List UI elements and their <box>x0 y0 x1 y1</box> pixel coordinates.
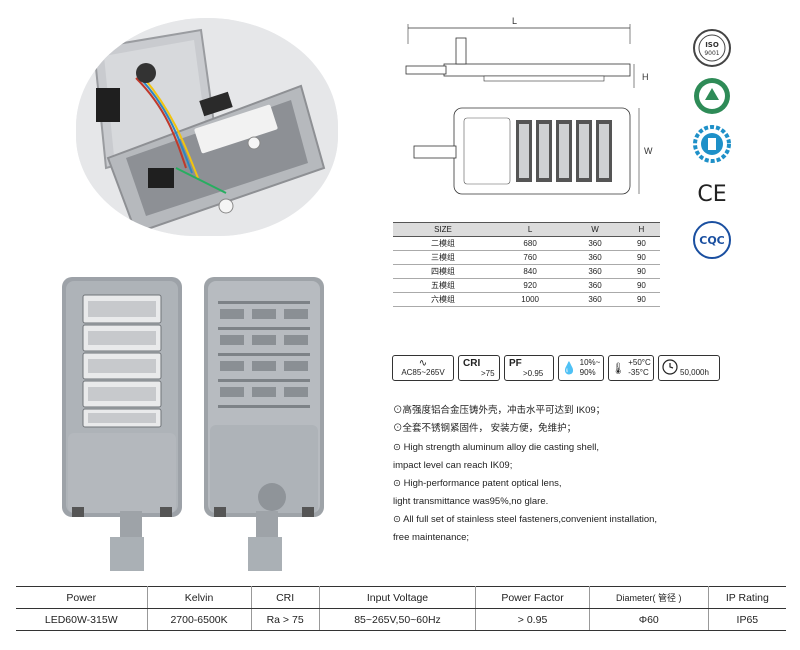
feature-line-en-1: ⊙ High strength aluminum alloy die casti… <box>393 442 599 453</box>
input-voltage-header: Input Voltage <box>319 586 477 609</box>
table-cell: 920 <box>493 278 568 293</box>
humidity-top: 10%~ <box>579 358 601 367</box>
ac-wave-icon: ∿ <box>418 358 428 369</box>
power-value: LED60W-315W <box>16 608 148 631</box>
lifespan-value: 50,000h <box>680 367 709 377</box>
feature-line-en-2: impact level can reach IK09; <box>393 460 513 471</box>
driver-box-photo <box>76 18 338 236</box>
feature-line-cn-1: ⊙高强度铝合金压铸外壳，冲击水平可达到 IK09； <box>393 405 606 416</box>
table-cell: 1000 <box>493 292 568 307</box>
table-cell: 90 <box>622 264 660 279</box>
svg-text:CE: CE <box>697 182 726 207</box>
cri-value: Ra > 75 <box>251 608 320 631</box>
table-cell: 360 <box>567 250 623 265</box>
feature-line-en-6: free maintenance; <box>393 532 470 543</box>
param-value-row: LED60W-315W 2700-6500K Ra > 75 85~265V,5… <box>16 608 786 631</box>
lifespan-spec: 50,000h <box>658 355 720 381</box>
pf-value: >0.95 <box>523 369 544 378</box>
table-cell: 90 <box>622 278 660 293</box>
table-row: 六模组 1000 360 90 <box>393 292 660 307</box>
power-header: Power <box>16 586 148 609</box>
size-col-header: SIZE <box>393 222 494 237</box>
size-table: SIZE L W H 二模组 680 360 90 三模组 760 360 90… <box>393 222 660 307</box>
ce-logo: CE <box>690 174 734 210</box>
feature-line-en-5: ⊙ All full set of stainless steel fasten… <box>393 514 658 525</box>
diameter-value: Φ60 <box>589 608 709 631</box>
dimension-drawing: L H W <box>394 14 664 224</box>
size-col-header: L <box>493 222 568 237</box>
ip-rating-value: IP65 <box>708 608 786 631</box>
table-cell: 90 <box>622 292 660 307</box>
table-row: 四模组 840 360 90 <box>393 264 660 279</box>
table-cell: 四模组 <box>393 264 494 279</box>
table-row: 二模组 680 360 90 <box>393 236 660 251</box>
table-cell: 六模组 <box>393 292 494 307</box>
table-row: 五模组 920 360 90 <box>393 278 660 293</box>
cri-title: CRI <box>463 358 481 369</box>
table-cell: 360 <box>567 278 623 293</box>
table-cell: 90 <box>622 250 660 265</box>
humidity-bottom: 90% <box>579 368 596 377</box>
spec-icons: ∿ AC85~265V CRI >75 PF >0.95 💧 10%~ 90% … <box>392 355 720 381</box>
parameter-table: Power Kelvin CRI Input Voltage Power Fac… <box>16 586 786 631</box>
size-col-header: W <box>567 222 623 237</box>
cri-value: >75 <box>481 369 495 378</box>
size-table-header: SIZE L W H <box>393 222 660 237</box>
ip-rating-header: IP Rating <box>708 586 786 609</box>
dimension-l-label: L <box>512 16 518 26</box>
table-cell: 三模组 <box>393 250 494 265</box>
power-factor-header: Power Factor <box>475 586 590 609</box>
input-voltage-value: 85~265V,50~60Hz <box>319 608 477 631</box>
dimension-w-label: W <box>644 146 653 156</box>
humidity-spec: 💧 10%~ 90% <box>558 355 604 381</box>
lamp-front-view <box>60 275 186 580</box>
temp-top: +50°C <box>628 358 651 367</box>
pf-spec: PF >0.95 <box>504 355 554 381</box>
feature-line-en-3: ⊙ High-performance patent optical lens, <box>393 478 562 489</box>
dimension-h-label: H <box>642 72 649 82</box>
iso-9001-logo: ISO 9001 <box>690 29 734 67</box>
voltage-spec: ∿ AC85~265V <box>392 355 454 381</box>
svg-text:9001: 9001 <box>704 50 719 57</box>
table-cell: 840 <box>493 264 568 279</box>
size-col-header: H <box>622 222 660 237</box>
table-cell: 360 <box>567 236 623 251</box>
water-drop-icon: 💧 <box>561 361 577 375</box>
lamp-back-view <box>202 275 328 580</box>
param-header-row: Power Kelvin CRI Input Voltage Power Fac… <box>16 586 786 609</box>
table-cell: 760 <box>493 250 568 265</box>
table-cell: 360 <box>567 292 623 307</box>
table-cell: 五模组 <box>393 278 494 293</box>
feature-line-en-4: light transmittance was95%,no glare. <box>393 496 549 507</box>
gear-cert-logo <box>690 125 734 163</box>
green-product-logo <box>690 78 734 114</box>
table-cell: 二模组 <box>393 236 494 251</box>
temp-bottom: -35°C <box>628 368 649 377</box>
svg-text:CQC: CQC <box>699 234 725 247</box>
certification-logos: ISO 9001 CE CQC <box>690 29 740 270</box>
kelvin-header: Kelvin <box>147 586 252 609</box>
kelvin-value: 2700-6500K <box>147 608 252 631</box>
table-row: 三模组 760 360 90 <box>393 250 660 265</box>
voltage-value: AC85~265V <box>401 368 445 377</box>
table-cell: 90 <box>622 236 660 251</box>
pf-title: PF <box>509 358 522 369</box>
cqc-logo: CQC <box>690 221 734 259</box>
temperature-spec: 🌡 +50°C -35°C <box>608 355 654 381</box>
cri-spec: CRI >75 <box>458 355 500 381</box>
table-cell: 680 <box>493 236 568 251</box>
svg-text:ISO: ISO <box>705 41 719 49</box>
feature-line-cn-2: ⊙全套不锈钢紧固件， 安装方便，免维护； <box>393 423 577 434</box>
power-factor-value: > 0.95 <box>475 608 590 631</box>
table-cell: 360 <box>567 264 623 279</box>
diameter-header: Diameter( 管径 ) <box>589 586 709 609</box>
clock-icon <box>662 359 678 377</box>
cri-header: CRI <box>251 586 320 609</box>
thermometer-icon: 🌡 <box>611 362 626 375</box>
